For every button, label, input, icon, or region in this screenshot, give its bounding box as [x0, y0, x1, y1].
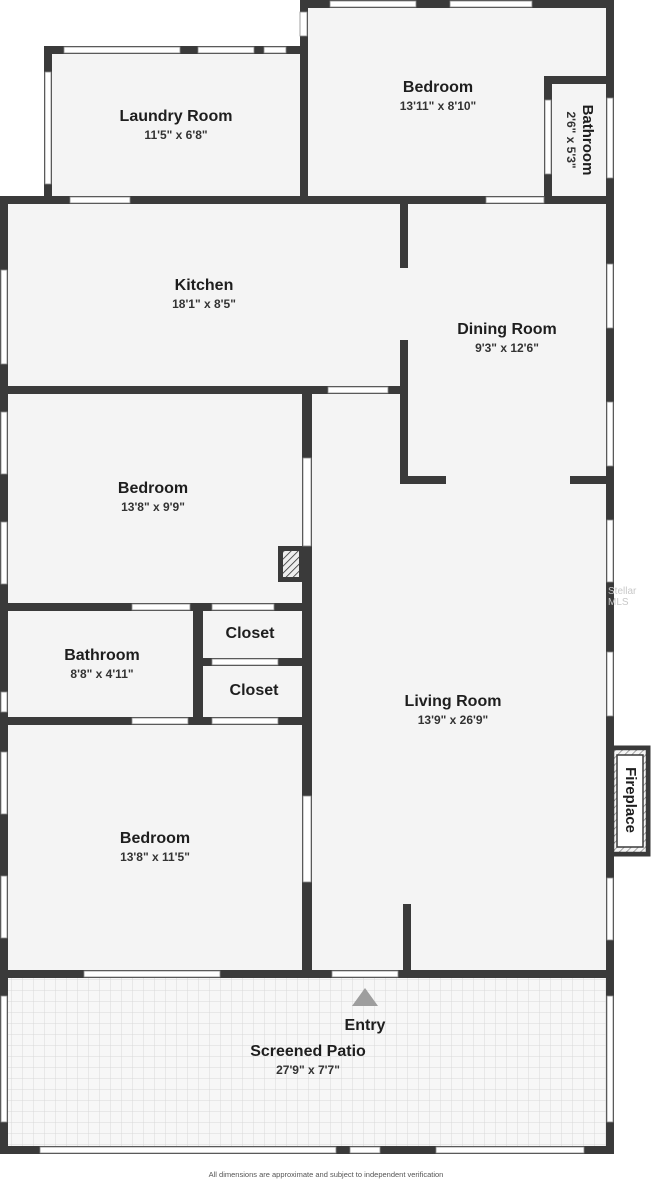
room-dimensions: 18'1" x 8'5" — [172, 297, 236, 311]
room-fireplace: Fireplace — [621, 767, 639, 833]
entry-arrow-icon — [352, 988, 378, 1006]
room-name: Bedroom — [117, 480, 189, 497]
room-name: Bedroom — [119, 830, 191, 847]
room-name: Bathroom — [64, 647, 140, 664]
room-bathroom-mid: Bathroom 8'8" x 4'11" — [64, 646, 140, 682]
room-dining: Dining Room 9'3" x 12'6" — [457, 320, 557, 356]
patio-floor — [3, 975, 612, 1150]
room-dimensions: 8'8" x 4'11" — [70, 667, 134, 681]
room-dimensions: 27'9" x 7'7" — [276, 1063, 340, 1077]
room-dimensions: 13'11" x 8'10" — [399, 99, 477, 113]
room-name: Kitchen — [174, 277, 234, 294]
room-name: Screened Patio — [250, 1043, 366, 1060]
room-dimensions: 9'3" x 12'6" — [475, 341, 539, 355]
room-dimensions: 13'8" x 11'5" — [120, 850, 190, 864]
watermark: Stellar MLS — [608, 586, 637, 608]
room-dimensions: 2'6" x 5'3" — [564, 111, 578, 169]
room-dimensions: 13'8" x 9'9" — [121, 500, 185, 514]
room-laundry: Laundry Room 11'5" x 6'8" — [120, 107, 233, 143]
room-patio: Screened Patio 27'9" x 7'7" — [250, 1042, 366, 1078]
entry-label: Entry — [345, 1016, 386, 1036]
room-dimensions: 13'9" x 26'9" — [417, 713, 489, 727]
room-closet-1: Closet — [226, 624, 275, 644]
room-name: Bedroom — [402, 79, 474, 96]
openings — [0, 0, 614, 1154]
room-bathroom-top: Bathroom 2'6" x 5'3" — [564, 105, 596, 176]
room-name: Living Room — [404, 693, 502, 710]
room-name: Fireplace — [622, 767, 639, 833]
laundry-floor — [48, 50, 304, 200]
room-name: Laundry Room — [119, 108, 233, 125]
room-bedroom-bottom: Bedroom 13'8" x 11'5" — [120, 829, 190, 865]
room-kitchen: Kitchen 18'1" x 8'5" — [172, 276, 236, 312]
room-dimensions: 11'5" x 6'8" — [144, 128, 208, 142]
bedroom-top-floor — [304, 4, 610, 200]
room-name: Closet — [229, 682, 279, 699]
room-closet-2: Closet — [230, 681, 279, 701]
room-living: Living Room 13'9" x 26'9" — [405, 692, 502, 728]
footer-note: All dimensions are approximate and subje… — [208, 1170, 444, 1179]
entry-text: Entry — [344, 1017, 386, 1034]
room-name: Bathroom — [579, 104, 596, 176]
room-name: Dining Room — [457, 321, 557, 338]
room-name: Closet — [225, 625, 275, 642]
room-bedroom-top: Bedroom 13'11" x 8'10" — [400, 78, 476, 114]
room-bedroom-mid: Bedroom 13'8" x 9'9" — [118, 479, 188, 515]
